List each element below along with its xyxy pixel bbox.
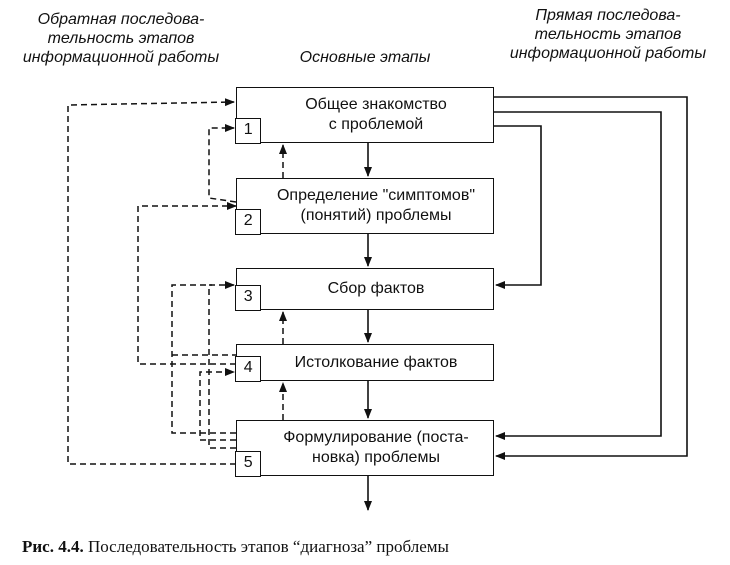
figure-number: Рис. 4.4. xyxy=(22,537,84,556)
header-direct-sequence: Прямая последова- тельность этапов инфор… xyxy=(509,7,707,62)
stage-label: Истолкование фактов xyxy=(294,353,458,371)
stage-box-1: Общее знакомство с проблемой 1 xyxy=(235,87,494,144)
stage-label: Сбор фактов xyxy=(327,280,425,297)
stage-number: 2 xyxy=(235,208,262,235)
stage-number: 4 xyxy=(235,355,262,382)
stage-box-4: Истолкование фактов 4 xyxy=(235,344,494,382)
header-main-stages: Основные этапы xyxy=(299,49,431,66)
direct-sequence-lines xyxy=(494,96,688,460)
stage-box-3: Сбор фактов 3 xyxy=(235,268,494,311)
stage-number: 3 xyxy=(235,284,262,311)
stage-number: 1 xyxy=(235,117,262,144)
stage-number: 5 xyxy=(235,450,262,477)
stage-label: Общее знакомство с проблемой xyxy=(305,96,447,133)
stage-box-2: Определение "симптомов" (понятий) пробле… xyxy=(235,178,494,235)
header-reverse-sequence: Обратная последова- тельность этапов инф… xyxy=(22,11,220,66)
figure-caption: Рис. 4.4. Последовательность этапов “диа… xyxy=(22,537,449,557)
stage-box-5: Формулирование (поста- новка) проблемы 5 xyxy=(235,420,494,477)
figure-caption-text: Последовательность этапов “диагноза” про… xyxy=(87,537,449,556)
stage-label: Формулирование (поста- новка) проблемы xyxy=(283,429,469,466)
stage-label: Определение "симптомов" (понятий) пробле… xyxy=(276,187,475,224)
reverse-sequence-lines xyxy=(67,98,287,465)
